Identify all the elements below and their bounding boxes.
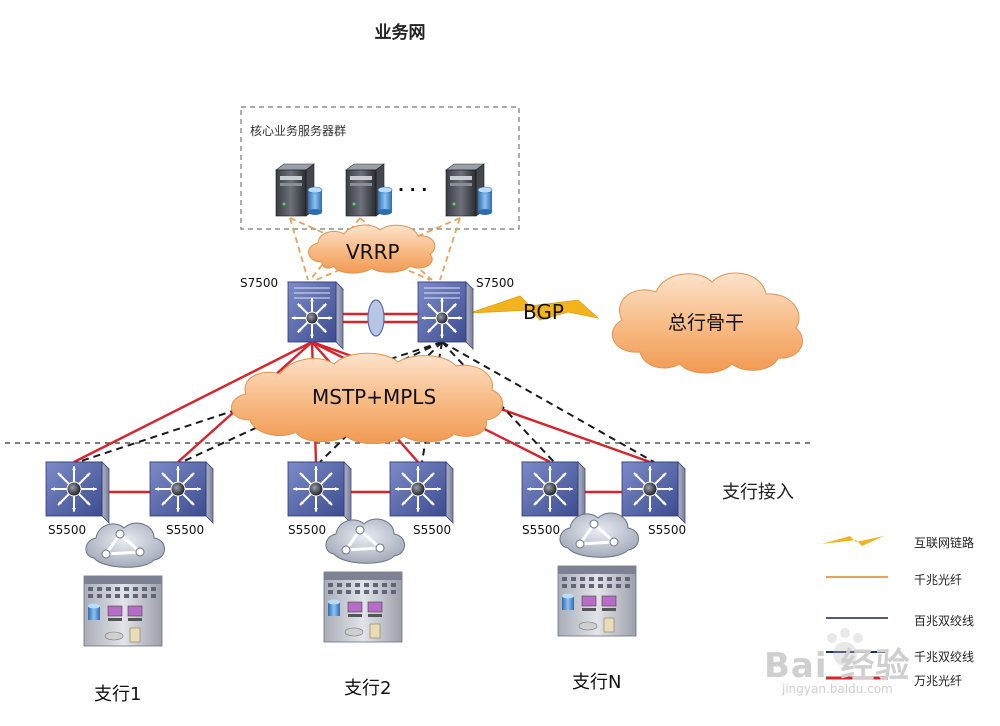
dashed-link bbox=[441, 341, 555, 463]
link-aggregation-icon bbox=[367, 299, 385, 337]
watermark-url: jingyan.baidu.com bbox=[782, 682, 893, 696]
access-switch bbox=[149, 461, 214, 524]
backbone-cloud bbox=[611, 272, 803, 374]
building-icon bbox=[323, 571, 403, 643]
orange-link bbox=[289, 217, 431, 281]
legend-label-gigabit-twisted: 千兆双绞线 bbox=[914, 650, 975, 664]
lan-cloud-icon bbox=[85, 522, 165, 568]
access-switch bbox=[621, 461, 686, 524]
core-switch bbox=[287, 281, 344, 350]
access-switch-label: S5500 bbox=[648, 523, 687, 537]
vrrp-label: VRRP bbox=[346, 240, 400, 264]
vrrp-cloud bbox=[308, 224, 436, 274]
database-icon bbox=[377, 186, 393, 215]
switches bbox=[45, 281, 686, 524]
branch-label-2: 支行2 bbox=[344, 678, 392, 699]
mstp-mpls-cloud bbox=[231, 352, 503, 444]
access-switch-label: S5500 bbox=[288, 523, 327, 537]
legend bbox=[822, 536, 888, 680]
building-icon bbox=[83, 575, 163, 647]
mstp-mpls-label: MSTP+MPLS bbox=[312, 385, 437, 409]
watermark-paw-icon bbox=[827, 628, 863, 666]
access-switch bbox=[389, 461, 454, 524]
legend-label-internet: 互联网链路 bbox=[914, 536, 975, 550]
branch-site-icon bbox=[83, 522, 165, 647]
core-switch bbox=[417, 281, 474, 350]
access-switch bbox=[45, 461, 110, 524]
building-icon bbox=[557, 565, 637, 637]
database-icon bbox=[477, 186, 493, 215]
red-link bbox=[73, 340, 313, 464]
branch-sites bbox=[83, 512, 639, 647]
backbone-label: 总行骨干 bbox=[668, 312, 745, 334]
branch-site-icon bbox=[557, 512, 639, 637]
legend-label-gigabit-fiber: 千兆光纤 bbox=[914, 573, 963, 587]
branch-site-icon bbox=[323, 518, 405, 643]
access-switch-label: S5500 bbox=[413, 523, 452, 537]
branch-label-1: 支行1 bbox=[94, 684, 142, 705]
access-switch-label: S5500 bbox=[522, 523, 561, 537]
server-cluster-label: 核心业务服务器群 bbox=[250, 124, 347, 138]
bgp-lightning-icon bbox=[469, 295, 600, 321]
core-switch-label-2: S7500 bbox=[476, 276, 515, 290]
branch-label-n: 支行N bbox=[572, 672, 622, 693]
orange-link bbox=[289, 217, 309, 281]
access-switch bbox=[521, 461, 586, 524]
lan-cloud-icon bbox=[559, 512, 639, 558]
core-switch-label-1: S7500 bbox=[240, 276, 279, 290]
branch-access-label: 支行接入 bbox=[722, 482, 794, 503]
access-switch bbox=[287, 461, 352, 524]
dashed-link bbox=[441, 341, 655, 463]
bgp-label: BGP bbox=[523, 300, 564, 324]
access-switch-label: S5500 bbox=[166, 523, 205, 537]
server-ellipsis: · · · bbox=[398, 180, 428, 199]
watermark-brand: Bai 经验 bbox=[764, 646, 911, 686]
lan-cloud-icon bbox=[325, 518, 405, 564]
diagram-title: 业务网 bbox=[374, 23, 426, 43]
server-cluster-box bbox=[240, 106, 520, 230]
core-trunk bbox=[338, 299, 418, 337]
legend-lightning-icon bbox=[822, 536, 884, 546]
database-icon bbox=[307, 186, 323, 215]
legend-label-100m-twisted: 百兆双绞线 bbox=[914, 614, 975, 628]
orange-link bbox=[439, 217, 461, 281]
servers bbox=[275, 163, 493, 217]
access-switch-label: S5500 bbox=[48, 523, 87, 537]
legend-label-10g-fiber: 万兆光纤 bbox=[914, 674, 963, 688]
